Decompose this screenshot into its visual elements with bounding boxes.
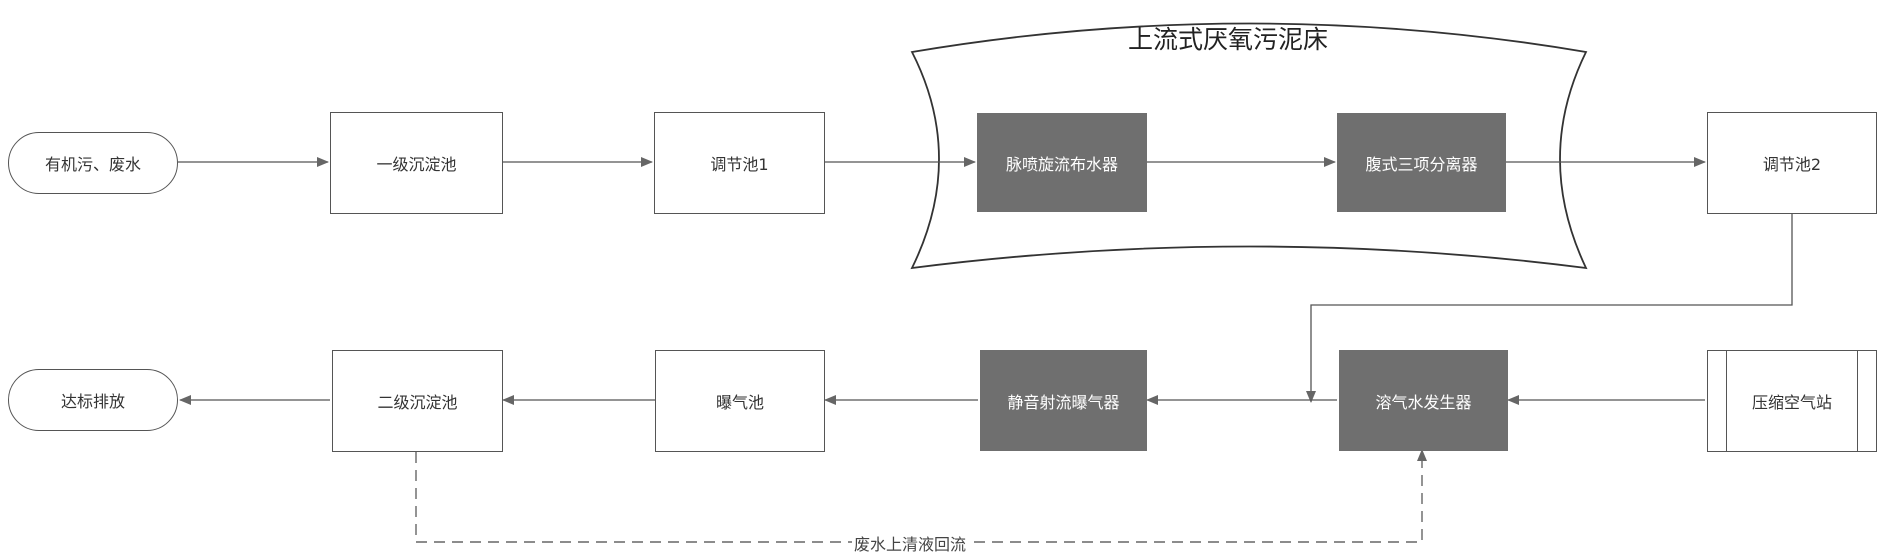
discharge-node: 达标排放 <box>8 369 178 431</box>
pulse-swirl-distributor: 脉喷旋流布水器 <box>977 113 1147 212</box>
dissolved-air-water-generator: 溶气水发生器 <box>1339 350 1508 451</box>
regulating-tank-1: 调节池1 <box>654 112 825 214</box>
reactor-title: 上流式厌氧污泥床 <box>1128 25 1329 54</box>
arrow-reg2-to-generator <box>1306 213 1793 403</box>
source-node: 有机污、废水 <box>8 132 178 194</box>
primary-settling-tank: 一级沉淀池 <box>330 112 503 214</box>
recirculation-label: 废水上清液回流 <box>852 531 969 555</box>
silent-jet-aerator: 静音射流曝气器 <box>980 350 1147 451</box>
recirculation-loop <box>415 449 1427 543</box>
regulating-tank-2: 调节池2 <box>1707 112 1877 214</box>
secondary-settling-tank: 二级沉淀池 <box>332 350 503 452</box>
station-right-bar <box>1857 351 1858 451</box>
three-phase-separator: 腹式三项分离器 <box>1337 113 1506 212</box>
compressed-air-station-label: 压缩空气站 <box>1751 393 1832 412</box>
aeration-tank: 曝气池 <box>655 350 825 452</box>
reactor-outline <box>910 22 1588 270</box>
station-left-bar <box>1726 351 1727 451</box>
compressed-air-station: 压缩空气站 <box>1707 350 1877 452</box>
